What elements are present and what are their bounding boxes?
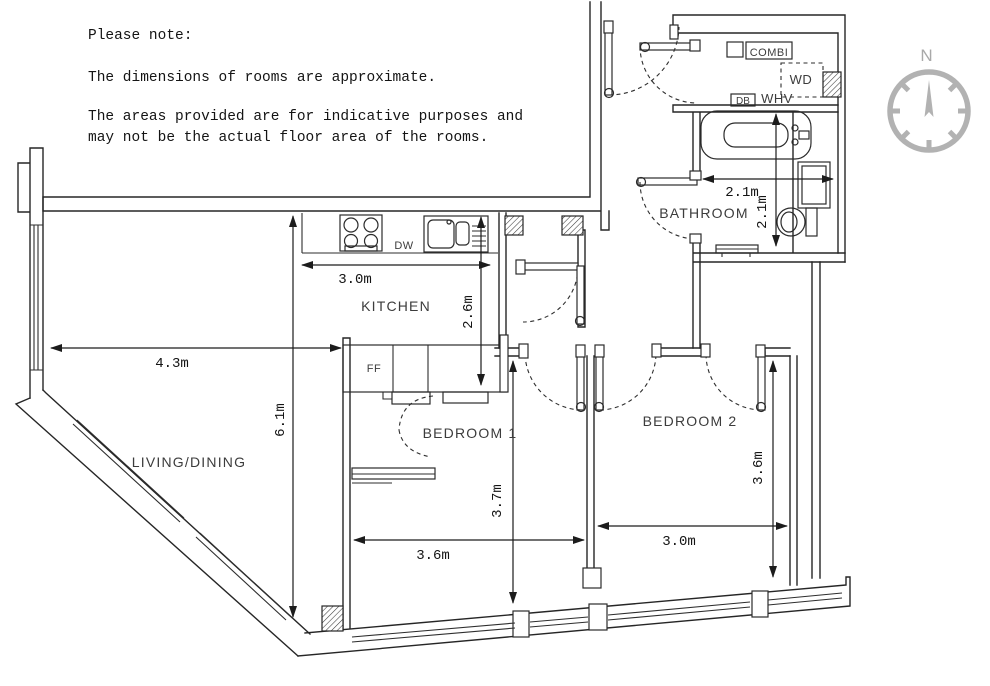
kitchen-fixtures — [301, 213, 509, 484]
bathroom-label: BATHROOM — [659, 205, 748, 221]
kitchen-width-dim: 3.0m — [338, 272, 372, 288]
bedroom1-height-dim: 3.7m — [490, 484, 506, 518]
bedroom2-label: BEDROOM 2 — [643, 413, 738, 429]
utility-area: COMBI WD WHV DB — [726, 41, 824, 107]
kitchen-sink — [423, 215, 489, 253]
kitchen-door-leaf — [522, 262, 579, 271]
windows — [30, 224, 843, 643]
toilet-cistern — [805, 207, 818, 237]
hall-door-leaf — [604, 24, 613, 96]
bedroom2-width-dim: 3.0m — [662, 534, 696, 550]
compass-north-label: N — [920, 46, 933, 65]
bedroom2-door-leaf-left — [595, 351, 604, 411]
living-dining-label: LIVING/DINING — [132, 454, 246, 470]
bedroom1-label: BEDROOM 1 — [423, 425, 518, 441]
water-heater-label: WHV — [761, 91, 793, 106]
bathroom-height-dim: 2.1m — [755, 195, 771, 229]
kitchen-label: KITCHEN — [361, 298, 431, 314]
note-line-2: The areas provided are for indicative pu… — [88, 109, 523, 125]
bathroom-door-leaf — [637, 177, 698, 186]
bathroom-fixtures — [700, 110, 831, 257]
compass-ticks — [889, 80, 969, 151]
washer-dryer-label: WD — [790, 72, 813, 87]
combi-boiler-box — [745, 41, 793, 60]
bedroom2-height-dim: 3.6m — [751, 451, 767, 485]
washer-dryer-box — [780, 62, 824, 98]
dimensions: 3.0m 2.6m 2.1m 2.1m 4.3m 6.1m 3.6m 3.7m … — [50, 113, 834, 618]
note-line-1: The dimensions of rooms are approximate. — [88, 70, 436, 86]
doors — [398, 20, 767, 458]
basin — [797, 161, 831, 209]
bedroom1-width-dim: 3.6m — [416, 548, 450, 564]
compass-needle-icon — [924, 80, 934, 117]
disclaimer-note: Please note: The dimensions of rooms are… — [88, 28, 523, 146]
fridge-freezer-label: FF — [367, 363, 381, 375]
walls — [14, 1, 851, 657]
note-title: Please note: — [88, 28, 192, 44]
distribution-board-box — [730, 93, 756, 107]
room-labels: BATHROOM KITCHEN LIVING/DINING BEDROOM 1… — [132, 205, 748, 470]
bathtub — [700, 110, 812, 160]
living-height-dim: 6.1m — [273, 403, 289, 437]
dishwasher-label: DW — [394, 240, 413, 252]
compass: N — [887, 46, 971, 153]
wall-end-block — [582, 567, 602, 589]
living-width-dim: 4.3m — [155, 356, 189, 372]
kitchen-height-dim: 2.6m — [461, 295, 477, 329]
note-line-3: may not be the actual floor area of the … — [88, 130, 488, 146]
combi-boiler-label: COMBI — [750, 47, 789, 59]
bedroom1-door-leaf — [576, 351, 585, 411]
bedroom2-door-leaf-right — [757, 351, 766, 411]
structural-columns — [321, 71, 842, 632]
distribution-board-label: DB — [736, 96, 750, 107]
bathroom-width-dim: 2.1m — [725, 185, 759, 201]
